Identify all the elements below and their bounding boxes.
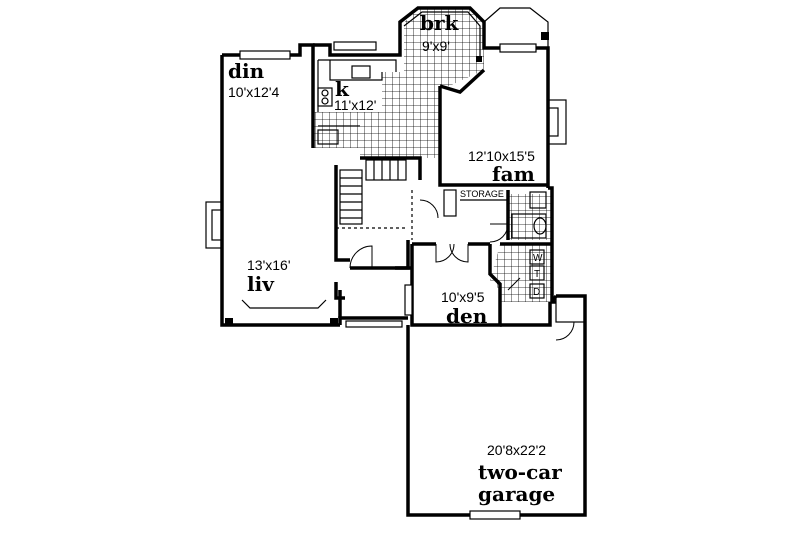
living-size: 13'x16' — [247, 257, 291, 273]
garage-name-line1: two-car — [478, 460, 562, 484]
storage-label: STORAGE — [460, 189, 504, 199]
living-name: liv — [247, 272, 275, 296]
family-name: fam — [492, 162, 535, 186]
washer-label: W — [533, 253, 543, 264]
dining-name: din — [228, 59, 265, 83]
doors — [349, 199, 575, 341]
breakfast-name: brk — [420, 11, 460, 35]
garage-size: 20'8x22'2 — [487, 442, 546, 458]
tub-label: T — [534, 269, 540, 280]
interior-walls — [334, 68, 552, 327]
breakfast-size: 9'x9' — [422, 38, 450, 54]
family-size: 12'10x15'5 — [468, 148, 535, 164]
detail-lines — [205, 7, 586, 323]
staircase — [339, 159, 407, 225]
tile-floor — [313, 8, 552, 302]
den-size: 10'x9'5 — [441, 289, 485, 305]
dining-size: 10'x12'4 — [228, 84, 279, 100]
den-name: den — [446, 304, 488, 328]
windows — [239, 41, 537, 520]
garage-name-line2: garage — [478, 482, 555, 506]
corner-posts — [225, 32, 549, 326]
dryer-label: D — [533, 287, 540, 298]
kitchen-name: k — [335, 77, 350, 101]
kitchen-size: 11'x12' — [334, 97, 376, 113]
